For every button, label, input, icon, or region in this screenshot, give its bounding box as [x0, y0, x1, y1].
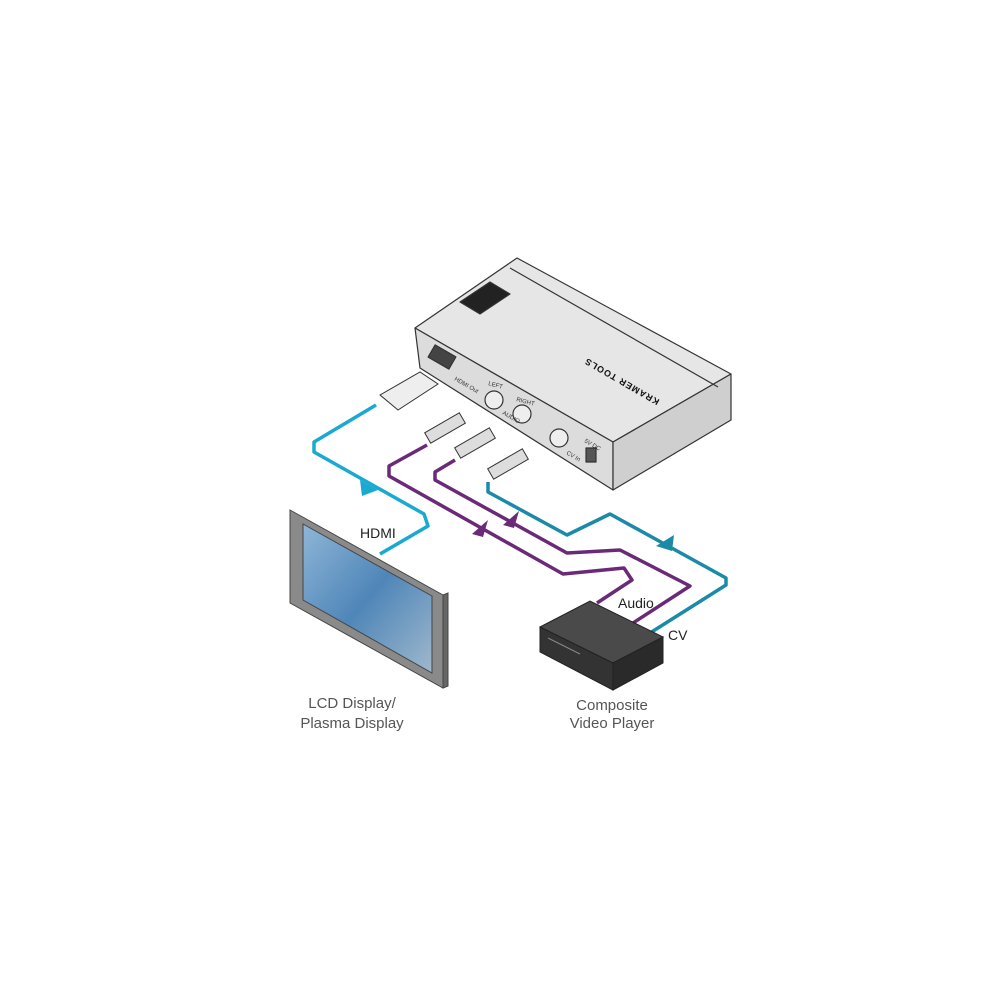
rca-plug-cv [486, 448, 530, 480]
cv-cable [486, 482, 728, 635]
hdmi-out-port [427, 344, 457, 370]
port-label-right: RIGHT [515, 397, 535, 408]
lcd-display [289, 509, 449, 689]
rca-plug-left [423, 412, 467, 444]
hdmi-cable [312, 403, 430, 556]
audio-right-cable [433, 458, 692, 625]
audio-right-port [512, 404, 532, 424]
cv-label: CV [668, 627, 688, 643]
plugs [379, 371, 530, 480]
audio-label: Audio [618, 595, 654, 611]
audio-right-arrow-icon [503, 511, 519, 528]
port-label-left: LEFT [487, 381, 503, 391]
display-caption-line1: LCD Display/ [308, 695, 396, 712]
power-port [585, 447, 597, 463]
display-screen [302, 523, 433, 674]
hdmi-label: HDMI [360, 525, 396, 541]
composite-video-player [538, 600, 665, 691]
audio-left-cable [387, 443, 634, 605]
audio-left-arrow-icon [472, 520, 488, 537]
hdmi-plug [379, 371, 439, 411]
kramer-logo [459, 281, 511, 315]
player-caption-line2: Video Player [570, 715, 655, 732]
player-caption-line1: Composite [576, 697, 648, 714]
display-caption-line2: Plasma Display [300, 715, 404, 732]
rca-plug-right [453, 427, 497, 459]
hdmi-arrow-icon [360, 480, 378, 496]
cv-in-port [549, 428, 569, 448]
audio-left-port [484, 390, 504, 410]
cv-arrow-icon [656, 535, 674, 551]
kramer-device [414, 257, 732, 491]
